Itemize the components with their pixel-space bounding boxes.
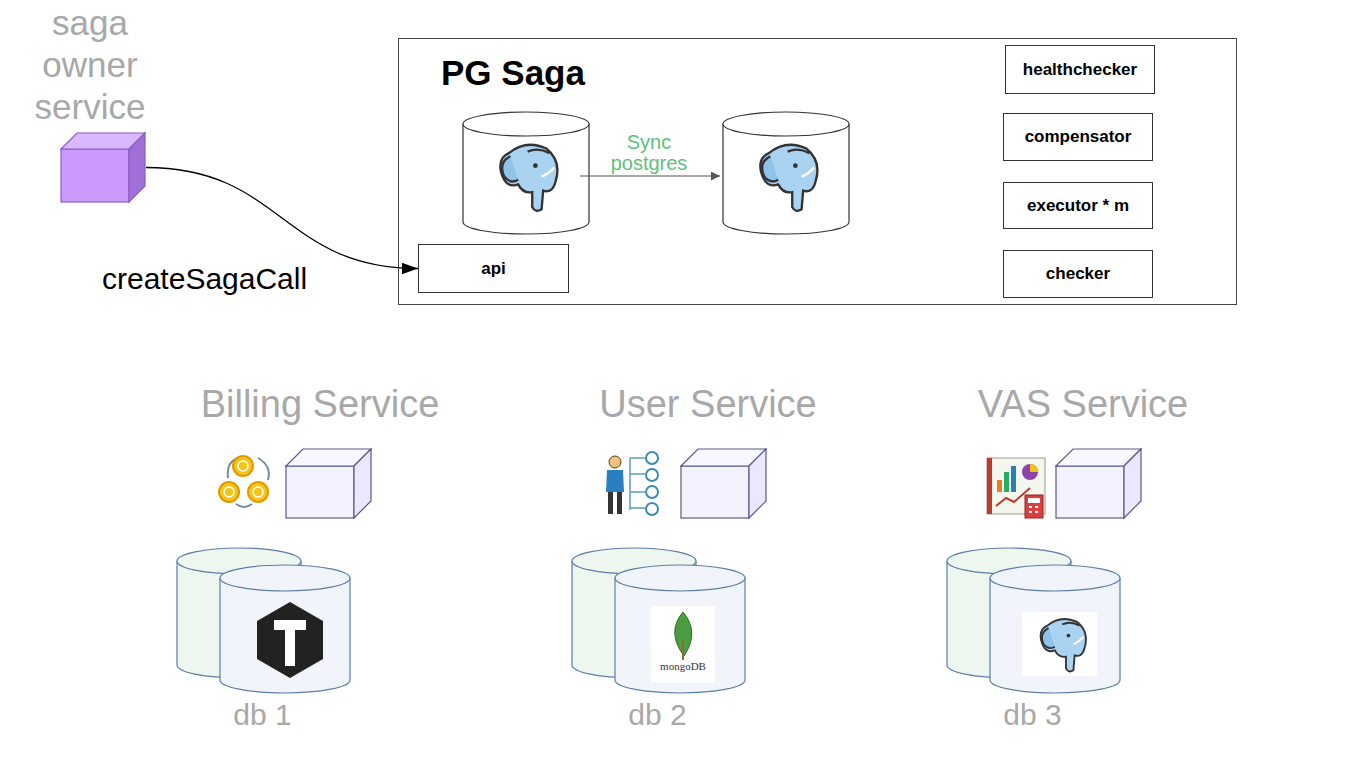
node-heading: saga owner service xyxy=(20,2,160,128)
process-box: healthchecker xyxy=(1005,45,1155,94)
logo-text: mongoDB xyxy=(652,660,714,672)
node-heading: User Service xyxy=(599,383,817,426)
coins-icon xyxy=(219,456,269,507)
process-box: executor * m xyxy=(1003,182,1153,229)
edge-label: createSagaCall xyxy=(100,262,309,296)
connector-arrow xyxy=(146,168,418,269)
chart-icon xyxy=(987,458,1045,518)
process-box: compensator xyxy=(1003,113,1153,161)
mongodb-logo xyxy=(651,606,715,683)
process-box: api xyxy=(418,244,569,293)
service-cube: User Service xyxy=(578,383,838,523)
cube-shape xyxy=(680,448,767,519)
box-label: api xyxy=(481,259,506,279)
box-label: checker xyxy=(1046,264,1110,284)
postgres-logo xyxy=(1022,612,1097,676)
tarantool-logo xyxy=(257,602,323,678)
process-box: checker xyxy=(1003,250,1153,298)
box-label: executor * m xyxy=(1027,196,1129,216)
user-icon xyxy=(606,452,658,515)
box-label: healthchecker xyxy=(1023,60,1137,80)
service-cube: VAS Service xyxy=(953,383,1213,523)
cube-shape xyxy=(1055,448,1142,519)
cube-shape xyxy=(60,132,146,203)
cube-shape xyxy=(285,448,372,519)
sync-arrow xyxy=(580,175,720,176)
postgres-cylinder xyxy=(723,112,849,234)
box-label: compensator xyxy=(1025,127,1132,147)
service-cube: saga owner service xyxy=(20,2,160,207)
node-heading: db 3 xyxy=(1003,698,1061,732)
system-panel: healthchecker compensator executor * m api c… xyxy=(398,38,1237,305)
service-cube: Billing Service xyxy=(190,383,450,523)
node-heading: VAS Service xyxy=(978,383,1188,426)
panel-title: PG Saga xyxy=(441,53,585,93)
node-heading: db 2 xyxy=(628,698,686,732)
postgres-cylinder xyxy=(463,112,589,234)
sync-label: Sync postgres xyxy=(600,132,698,174)
node-heading: Billing Service xyxy=(201,383,440,426)
node-heading: db 1 xyxy=(233,698,291,732)
